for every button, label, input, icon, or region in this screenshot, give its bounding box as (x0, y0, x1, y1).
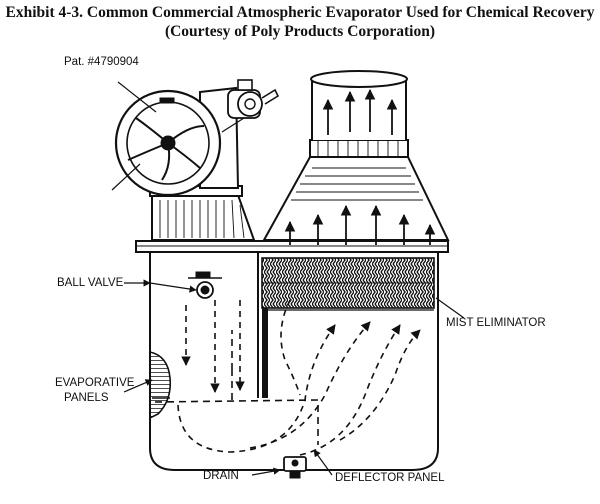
exhaust-cone (262, 139, 450, 241)
leader-lines (123, 279, 465, 476)
evaporative-panels (149, 351, 172, 420)
arrow-icon (284, 88, 436, 245)
drain-label: DRAIN (203, 470, 239, 482)
evaporative-panels-label-line1: EVAPORATIVE (55, 377, 135, 389)
evaporative-panels-label-line2: PANELS (64, 392, 109, 404)
figure-title: Exhibit 4-3. Common Commercial Atmospher… (5, 4, 595, 21)
fan-icon (111, 81, 245, 197)
deflector-panel-label: DEFLECTOR PANEL (335, 472, 445, 484)
patent-label: Pat. #4790904 (64, 56, 139, 68)
flow-lines (177, 299, 421, 456)
drain-icon (283, 456, 307, 479)
exhaust-stack (310, 70, 408, 140)
ball-valve-label: BALL VALVE (57, 277, 124, 289)
deflector-panel (154, 330, 319, 445)
mist-eliminator-label: MIST ELIMINATOR (446, 317, 546, 329)
figure-credit: (Courtesy of Poly Products Corporation) (164, 23, 436, 40)
mist-eliminator (261, 257, 435, 398)
motor-icon (227, 79, 280, 119)
fan-housing (149, 185, 256, 241)
ball-valve-icon (188, 271, 222, 299)
